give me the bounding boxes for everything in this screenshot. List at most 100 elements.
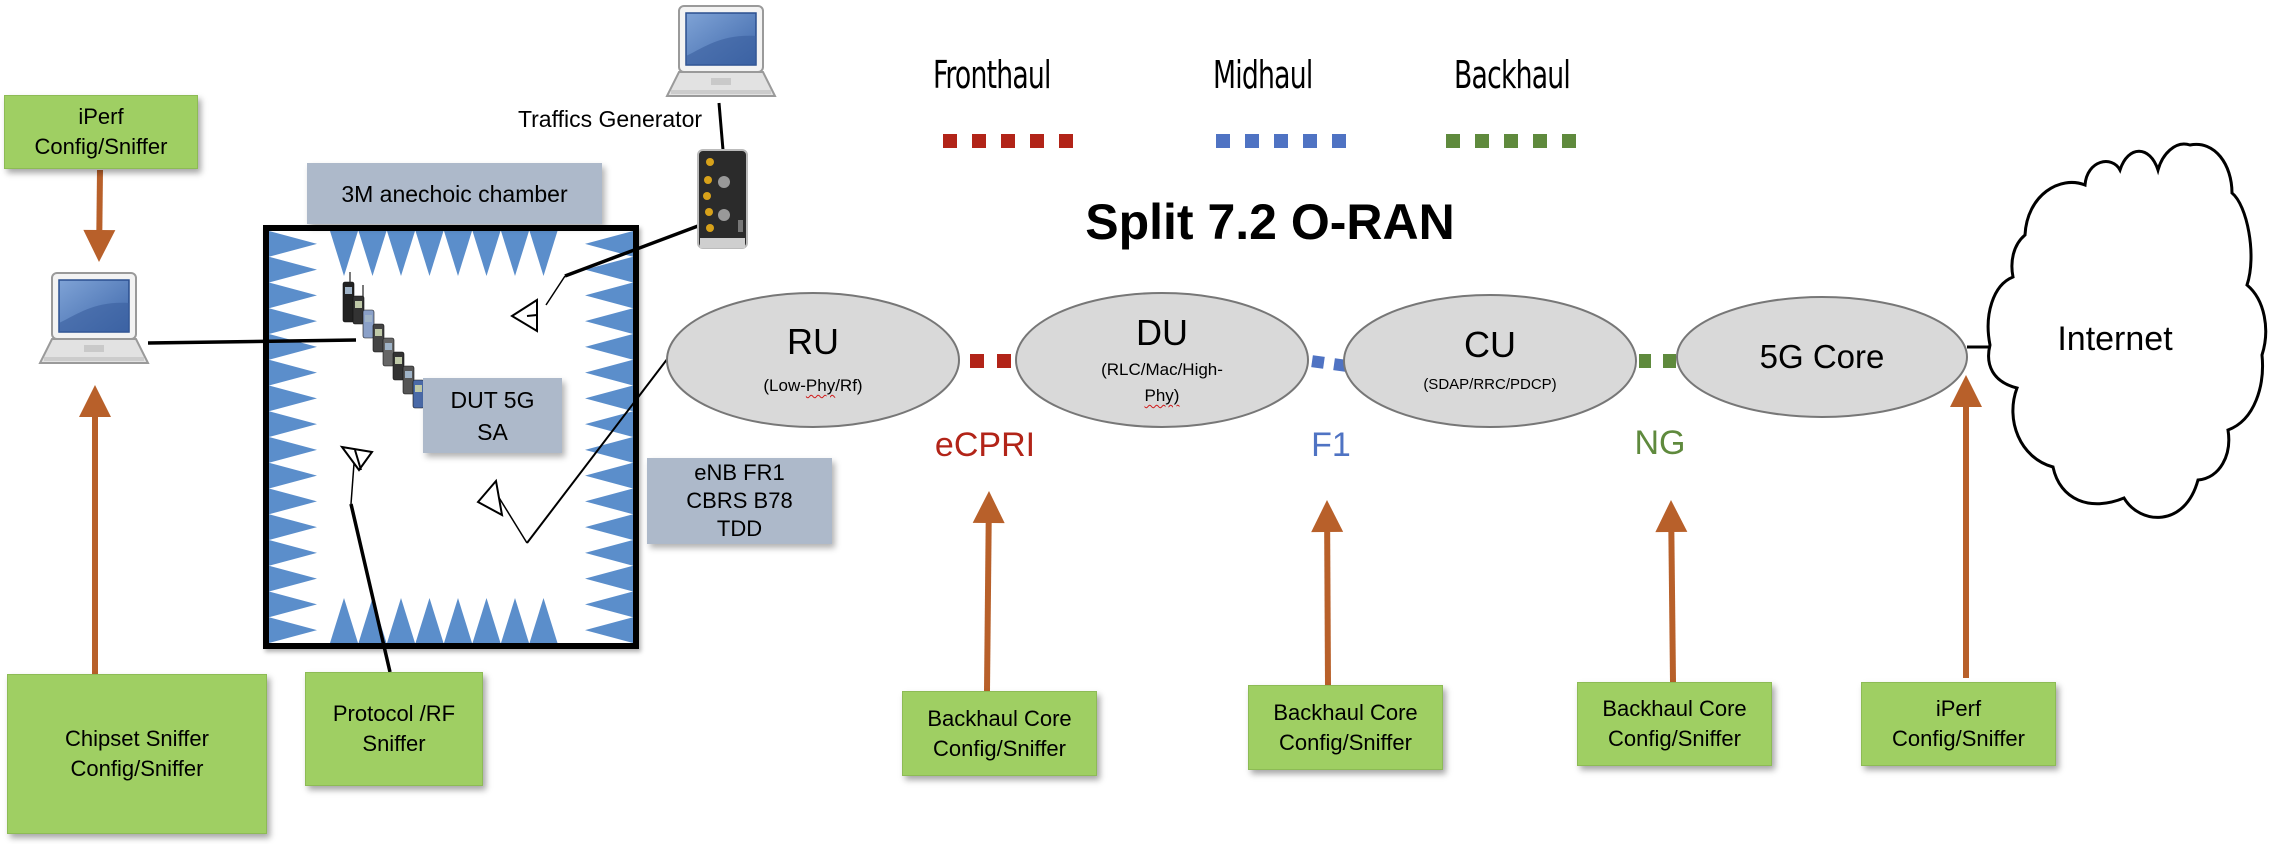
fronthaul-legend-dash [1030, 134, 1044, 148]
core-title: 5G Core [1759, 338, 1885, 375]
legend-dashes [943, 134, 1576, 148]
absorber-cone [585, 231, 633, 257]
ru-node-text: RU [667, 318, 959, 366]
absorber-cone [387, 598, 415, 643]
absorber-cone [387, 231, 415, 276]
backhaul-core-sniffer-box-ecpri[interactable]: Backhaul Core Config/Sniffer [902, 691, 1097, 776]
absorber-cone [501, 598, 529, 643]
arrow-sniffer-to-f1 [1311, 500, 1344, 686]
midhaul-legend-dash [1332, 134, 1346, 148]
fronthaul-legend-dash [943, 134, 957, 148]
absorber-cone [585, 462, 633, 489]
absorber-cone [330, 598, 358, 643]
absorber-cone [585, 540, 633, 566]
absorber-cone [472, 231, 501, 276]
backhaul-core-sniffer-box-ng[interactable]: Backhaul Core Config/Sniffer [1577, 682, 1772, 766]
backhaul-legend-dash [1562, 134, 1576, 148]
fronthaul-link-dash [970, 354, 984, 368]
absorber-cone [269, 385, 317, 412]
du-title: DU [1136, 312, 1188, 353]
phone-icon [352, 295, 365, 325]
iperf-sniffer-box-left[interactable]: iPerf Config/Sniffer [4, 95, 198, 169]
backhaul-legend-dash [1475, 134, 1489, 148]
interface-ng-label: NG [1634, 423, 1686, 462]
du-subtitle-line1: (RLC/Mac/High- [1101, 360, 1223, 379]
chamber-to-protocol-sniffer-cable [349, 503, 392, 673]
du-node [1015, 292, 1309, 428]
dut-phones-image [342, 272, 425, 409]
chamber-label: 3M anechoic chamber [307, 163, 602, 224]
generator-to-chamber-cable [564, 224, 699, 278]
midhaul-legend-dash [1303, 134, 1317, 148]
absorber-cone [269, 565, 317, 592]
arrow-sniffer-to-ecpri [972, 491, 1005, 692]
fronthaul-legend-dash [1001, 134, 1015, 148]
midhaul-link-dash [1311, 355, 1325, 369]
interface-f1-label: F1 [1311, 425, 1351, 464]
absorber-cone [269, 359, 317, 386]
absorber-cone [472, 598, 501, 643]
du-subtitle-line2-text: Phy) [1144, 386, 1180, 405]
laptop-to-dut-cable [147, 338, 357, 345]
absorber-cone [269, 308, 317, 334]
ru-node [666, 292, 960, 428]
arrow-chipset-to-laptop [79, 385, 111, 674]
fronthaul-legend-dash [1059, 134, 1073, 148]
spellcheck-underline: Phy [805, 376, 836, 395]
absorber-cone [585, 308, 633, 334]
ran-nodes [666, 292, 1968, 428]
backhaul-link-dash [1663, 354, 1676, 368]
du-subtitle-line2: Phy) [1016, 384, 1308, 408]
arrow-iperf-to-laptop [83, 169, 116, 262]
chipset-sniffer-box[interactable]: Chipset Sniffer Config/Sniffer [7, 674, 267, 834]
phone-icon [362, 309, 375, 339]
phone-icon [402, 365, 415, 395]
arrows [79, 169, 1982, 692]
absorber-cone [269, 591, 317, 618]
backhaul-legend-dash [1504, 134, 1518, 148]
cables [147, 102, 1990, 673]
arrow-sniffer-to-ng [1655, 500, 1688, 683]
antenna-icons [339, 298, 538, 517]
absorber-cone [415, 231, 444, 276]
absorber-cone [269, 231, 317, 257]
laptop-icon [38, 272, 150, 364]
absorber-cone [585, 385, 633, 412]
absorber-cone [269, 282, 317, 309]
backhaul-legend-dash [1533, 134, 1547, 148]
traffic-generator-label: Traffics Generator [517, 105, 703, 132]
core-node [1676, 296, 1968, 418]
absorber-cone [269, 462, 317, 489]
ru-to-antenna-cable [526, 357, 669, 544]
absorber-cone [269, 411, 317, 437]
anechoic-chamber [263, 225, 639, 649]
legend-backhaul-label: Backhaul [1454, 53, 1571, 97]
backhaul-core-sniffer-box-f1[interactable]: Backhaul Core Config/Sniffer [1248, 685, 1443, 770]
absorber-cone [585, 256, 633, 283]
absorber-cone [585, 488, 633, 515]
backhaul-legend-dash [1446, 134, 1460, 148]
cu-node [1343, 294, 1637, 428]
diagram-title: Split 7.2 O-RAN [1085, 194, 1455, 250]
enb-label: eNB FR1 CBRS B78 TDD [647, 458, 832, 544]
legend-midhaul-label: Midhaul [1213, 53, 1313, 97]
absorber-cone [585, 359, 633, 386]
iperf-sniffer-box-right[interactable]: iPerf Config/Sniffer [1861, 682, 2056, 766]
absorber-cone [415, 598, 444, 643]
fronthaul-link-dash [997, 354, 1011, 368]
absorber-cones [269, 231, 633, 643]
backhaul-link-dash [1639, 354, 1651, 368]
absorber-cone [358, 231, 387, 276]
laptop-to-generator-cable [717, 102, 725, 151]
phone-icon [372, 323, 385, 353]
fronthaul-legend-dash [972, 134, 986, 148]
absorber-cone [269, 437, 317, 463]
dut-label: DUT 5G SA [423, 378, 562, 453]
absorber-cone [529, 231, 558, 276]
absorber-cone [585, 334, 633, 360]
absorber-cone [269, 617, 317, 643]
legend-fronthaul-label: Fronthaul [933, 53, 1051, 97]
ru-title: RU [787, 321, 839, 362]
protocol-rf-sniffer-box[interactable]: Protocol /RF Sniffer [305, 672, 483, 786]
antenna-icon [476, 478, 504, 517]
